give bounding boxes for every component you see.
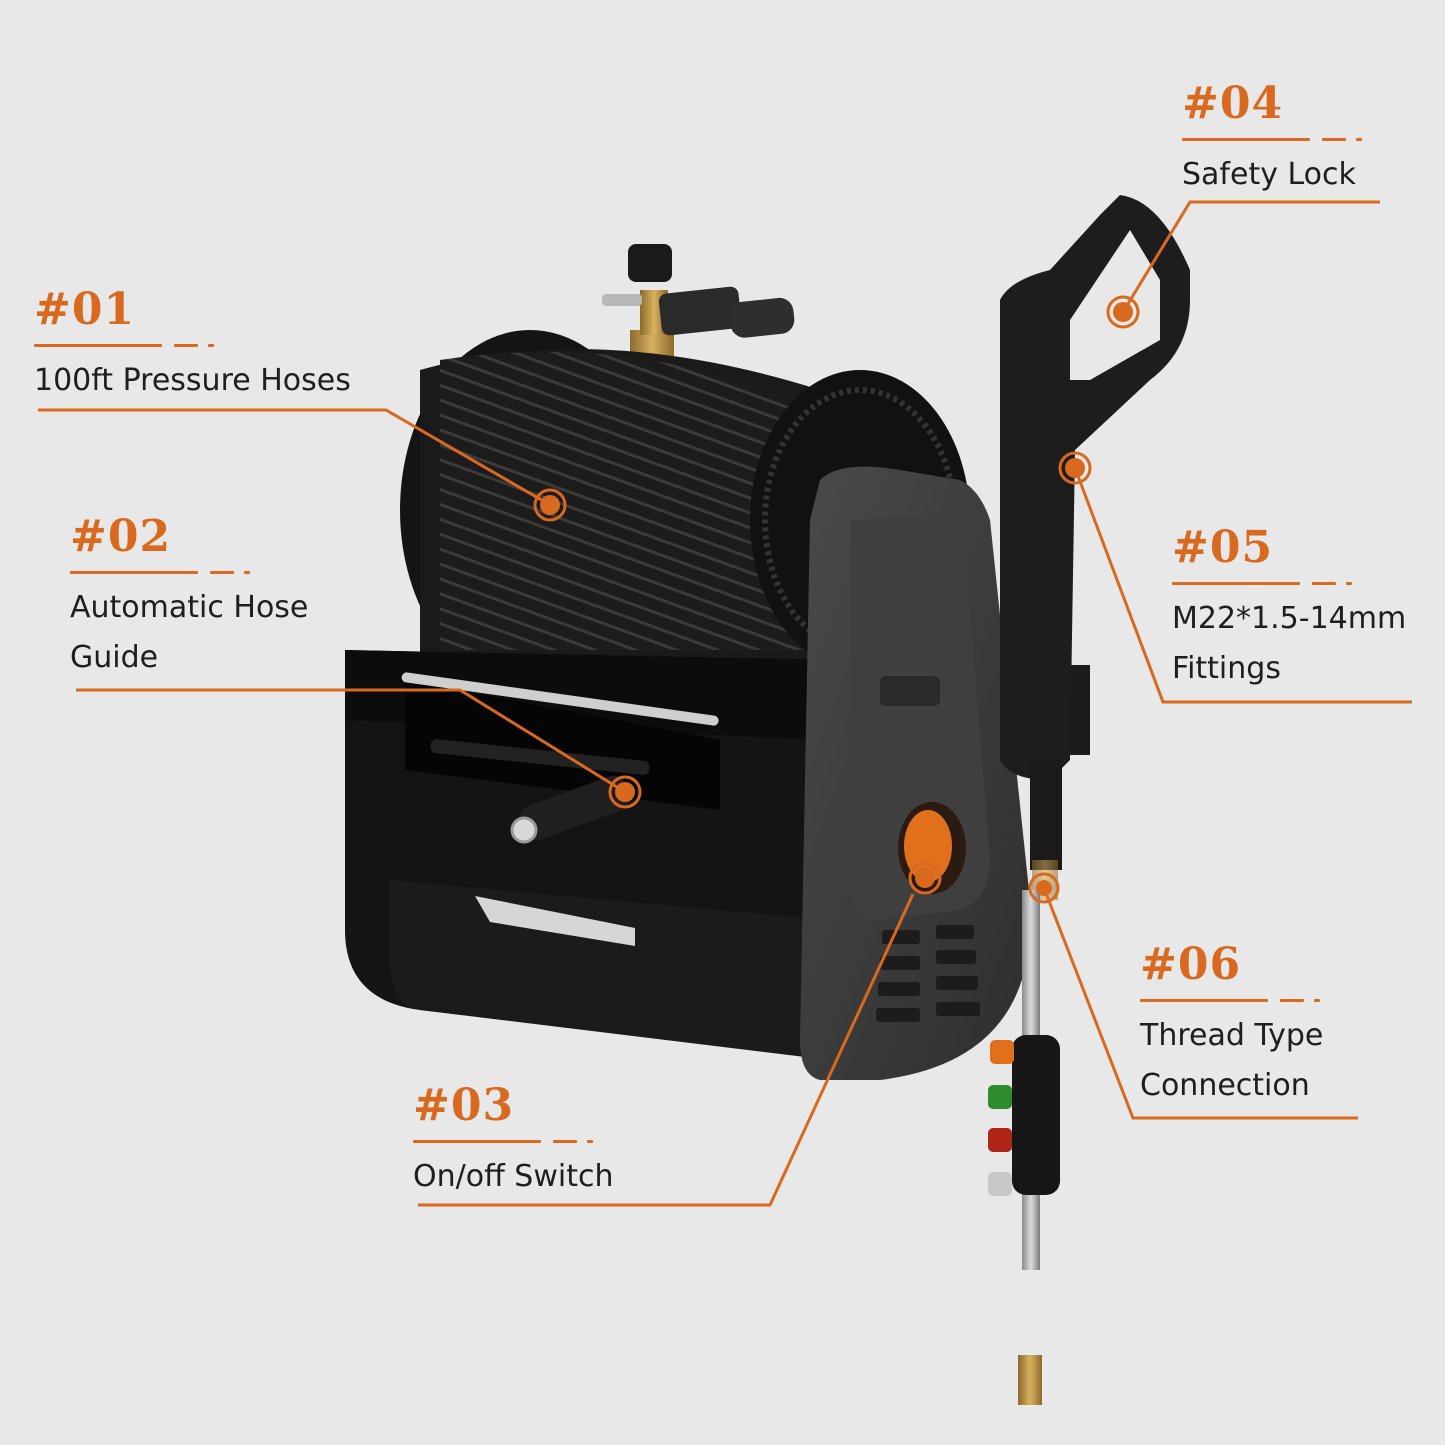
leader-lines — [38, 200, 1412, 1207]
marker-06 — [1028, 872, 1060, 904]
dash-rule — [1182, 138, 1362, 142]
leader-line-03 — [418, 893, 915, 1207]
callout-03: #03 On/off Switch — [413, 1084, 613, 1202]
callout-number: #06 — [1140, 939, 1242, 990]
dash-rule — [1172, 582, 1406, 586]
callout-label-line-1: M22*1.5-14mm — [1172, 601, 1407, 636]
callout-05: #05 M22*1.5-14mm Fittings — [1172, 526, 1406, 694]
marker-02 — [608, 775, 642, 809]
callout-label-line-2: Fittings — [1172, 651, 1281, 686]
callout-01: #01 100ft Pressure Hoses — [34, 288, 351, 406]
side-panel — [800, 466, 1090, 1081]
spray-gun — [988, 195, 1190, 1405]
nozzle-tips — [988, 1040, 1014, 1196]
callout-number: #05 — [1172, 522, 1274, 573]
callout-label-line-1: Thread Type — [1140, 1018, 1324, 1053]
dash-rule — [34, 344, 351, 348]
marker-03 — [908, 861, 942, 895]
callout-04: #04 Safety Lock — [1182, 78, 1362, 200]
vent-grill — [876, 925, 980, 1022]
hose-guide-window — [405, 680, 720, 810]
callout-number: #01 — [34, 284, 136, 335]
dash-rule — [70, 571, 308, 575]
callout-label-line-1: Automatic Hose — [70, 590, 309, 625]
callout-label: Safety Lock — [1182, 157, 1356, 192]
carry-handle — [880, 676, 940, 706]
dash-rule — [1140, 999, 1323, 1003]
nozzle-holder — [1012, 1035, 1060, 1195]
quick-connect-tip — [1018, 1355, 1042, 1405]
callout-label: On/off Switch — [413, 1159, 614, 1194]
callout-number: #02 — [70, 511, 172, 562]
callout-02: #02 Automatic Hose Guide — [70, 515, 308, 683]
callout-06: #06 Thread Type Connection — [1140, 943, 1323, 1111]
leader-line-04 — [1121, 200, 1380, 313]
marker-05 — [1058, 451, 1092, 485]
housing — [345, 650, 840, 1060]
leader-line-06 — [1042, 887, 1358, 1120]
leader-line-02 — [76, 688, 626, 794]
target-markers — [533, 295, 1140, 904]
callout-number: #04 — [1182, 78, 1284, 129]
callout-label-line-2: Connection — [1140, 1068, 1310, 1103]
callout-number: #03 — [413, 1080, 515, 1131]
marker-01 — [533, 488, 567, 522]
callout-label: 100ft Pressure Hoses — [34, 363, 351, 398]
leader-line-01 — [38, 408, 551, 507]
on-off-switch[interactable] — [904, 810, 952, 882]
brand-plate — [475, 896, 635, 946]
marker-04 — [1106, 295, 1140, 329]
guide-rod — [401, 672, 719, 726]
callout-label-line-2: Guide — [70, 640, 159, 675]
dash-rule — [413, 1140, 613, 1144]
leader-line-05 — [1073, 467, 1412, 704]
guide-screw — [430, 739, 650, 775]
foam-cannon — [602, 244, 795, 360]
